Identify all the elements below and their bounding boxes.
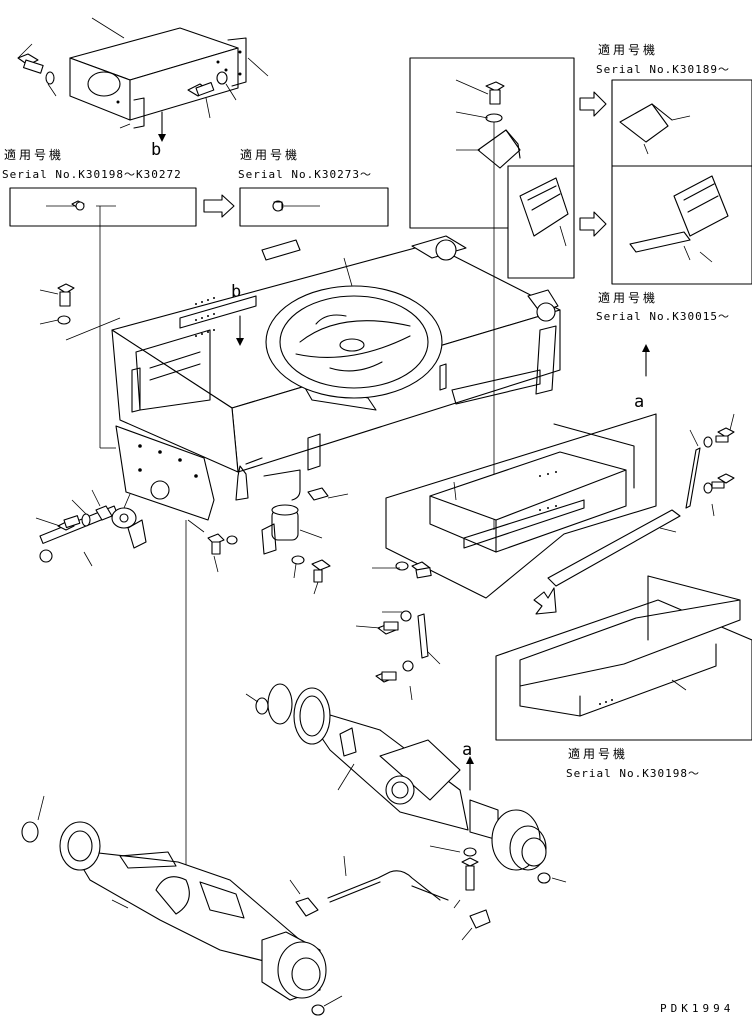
platform-boxed-region [385,413,657,599]
leader-lines [65,122,495,880]
dot-rows [195,297,215,337]
right-bolts [547,413,735,587]
hollow-arrow-down [533,587,557,615]
detail-box-2 [239,187,389,227]
lower-bolts-cluster [355,561,441,701]
swing-circle [265,285,443,399]
ref-arrow-a-axle [466,756,474,791]
solenoid-valve [207,457,349,595]
serial-range-4: Serial No.K30015～ [596,310,730,323]
pin-assembly [35,489,147,567]
detail-box-5 [495,575,752,741]
hollow-arrows-right [579,91,607,237]
ref-letter-a-right: a [634,392,645,412]
step-platform [429,423,635,553]
applicability-title-5: 適用号機 [568,747,629,761]
cover-box [69,17,269,129]
ref-arrow-b-frame [236,315,244,346]
ref-letter-a-axle: a [462,740,473,760]
ref-letter-b-frame: b [231,282,242,302]
ref-arrow-a-frame [642,344,650,377]
serial-range-1: Serial No.K30198～K30272 [2,168,182,181]
rear-axle [245,683,567,884]
bolt-and-washer-top-left [17,43,57,97]
front-axle [21,795,343,1016]
detail-box-3 [611,79,752,285]
arrow-to-b [158,111,166,142]
frame-front-plate [115,425,215,521]
serial-range-2: Serial No.K30273～ [238,168,372,181]
page-code: PDK1994 [660,1002,735,1015]
bolt-left-frame [39,283,75,325]
hose-fittings [289,845,491,941]
applicability-title-2: 適用号機 [240,148,301,162]
ref-letter-b-top: b [151,140,162,160]
bolt-and-washer-top-mid [187,71,237,119]
applicability-title-4: 適用号機 [598,291,659,305]
applicability-title-3: 適用号機 [598,43,659,57]
detail-box-1 [9,187,197,227]
bracket-detail-panel [409,57,575,279]
applicability-title-1: 適用号機 [4,148,65,162]
serial-range-3: Serial No.K30189～ [596,63,730,76]
serial-range-5: Serial No.K30198～ [566,767,700,780]
hollow-arrow-left [203,194,235,218]
